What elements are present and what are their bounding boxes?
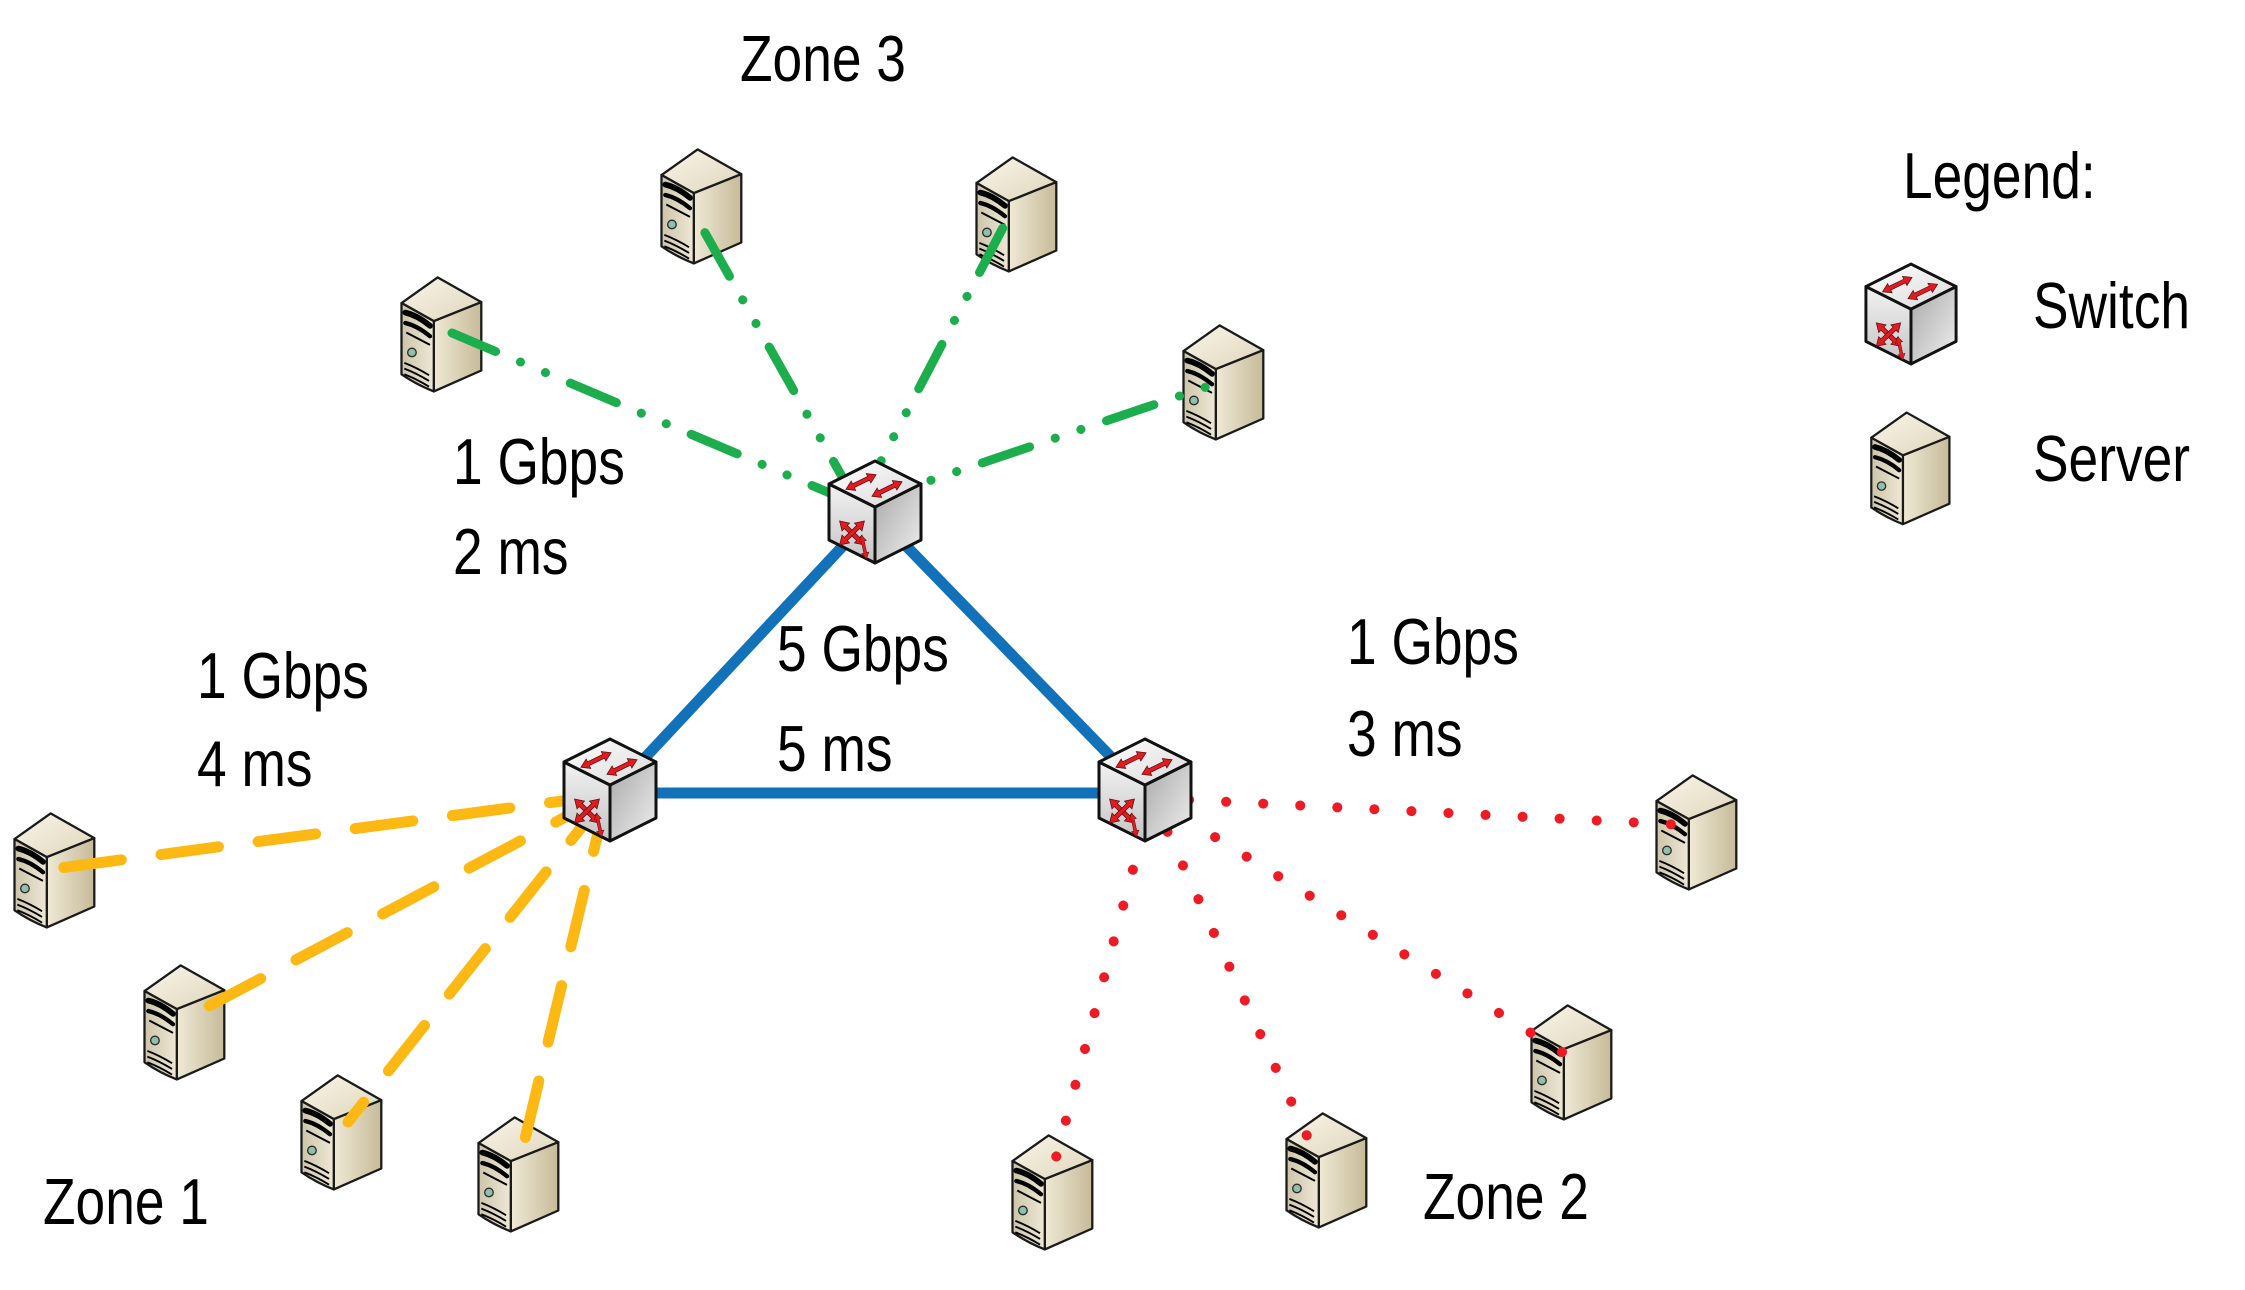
link-zone2-server (1147, 793, 1690, 830)
trunk-link-bandwidth: 5 Gbps (777, 612, 949, 685)
zone3-label: Zone 3 (740, 22, 906, 95)
link-zone1-server (186, 789, 613, 1021)
server-icon (1871, 413, 1949, 525)
switch-icon (564, 739, 656, 841)
server-icon (145, 965, 225, 1079)
legend-switch-label: Switch (2033, 269, 2190, 342)
link-zone1-server (514, 789, 613, 1166)
link-zone2-server (1147, 793, 1323, 1165)
server-icon (1657, 775, 1737, 889)
link-zone1-server (342, 789, 613, 1128)
server-icon (479, 1117, 559, 1231)
link-zone3-server (853, 213, 1013, 510)
switch-icon (829, 461, 921, 563)
zone3-link-latency: 2 ms (453, 515, 569, 588)
zone1-label: Zone 1 (43, 1165, 209, 1238)
legend-icons (1866, 264, 1956, 524)
zone1-link-latency: 4 ms (197, 727, 313, 800)
link-zone3-server (690, 210, 863, 510)
switch-icon (1099, 739, 1191, 841)
link-layer (54, 210, 1690, 1185)
server-icon (1184, 325, 1264, 439)
zone2-link-latency: 3 ms (1347, 697, 1463, 770)
zone2-label: Zone 2 (1423, 1160, 1589, 1233)
server-icon (402, 277, 482, 391)
server-icon (662, 149, 742, 263)
trunk-link-latency: 5 ms (777, 712, 893, 785)
link-zone2-server (1147, 793, 1567, 1057)
server-icon (302, 1075, 382, 1189)
link-zone1-server (54, 789, 613, 874)
link-trunk-top-left (606, 511, 876, 799)
server-icon (1532, 1005, 1612, 1119)
legend-server-label: Server (2033, 422, 2190, 495)
link-zone3-server (447, 328, 863, 510)
switch-icon (1866, 264, 1956, 364)
link-zone2-server (1045, 793, 1157, 1185)
legend-title: Legend: (1903, 139, 2096, 212)
server-icon (1013, 1135, 1093, 1249)
zone1-link-bandwidth: 1 Gbps (197, 639, 369, 712)
server-icon (1287, 1113, 1367, 1227)
zone2-link-bandwidth: 1 Gbps (1347, 605, 1519, 678)
zone3-link-bandwidth: 1 Gbps (453, 425, 625, 498)
link-zone3-server (853, 380, 1217, 510)
link-trunk-top-right (872, 511, 1152, 799)
